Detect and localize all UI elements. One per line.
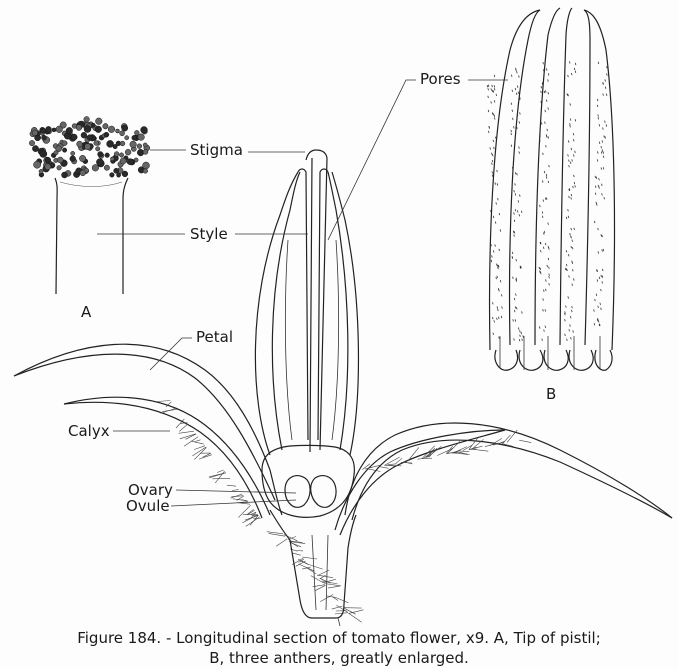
right-petal-upper [344, 422, 673, 519]
ovary-leader [175, 489, 297, 494]
ovule-locule-right [310, 475, 337, 508]
anther-outline-left [488, 9, 541, 351]
panel-a-label: A [81, 303, 92, 321]
figure-caption-line-2: B, three anthers, greatly enlarged. [209, 649, 469, 667]
style-label: Style [190, 225, 228, 243]
ovule-leader [170, 499, 297, 507]
left-sepal-lower [63, 401, 263, 519]
anther-outline-right [583, 9, 616, 351]
left-sepal-upper [63, 396, 271, 516]
pores-leader-main [327, 79, 416, 241]
style-collar [59, 181, 123, 187]
cone-right-inner [327, 171, 349, 451]
right-petal-lower [351, 439, 673, 521]
anther-right-tip [317, 168, 329, 441]
figure-caption-line-1: Figure 184. - Longitudinal section of to… [77, 629, 601, 647]
anther-locules [284, 239, 340, 441]
anthers-drawing [486, 7, 616, 371]
petal-leader [149, 337, 192, 371]
cone-left-outer [254, 171, 299, 456]
anther-seam-4 [583, 9, 591, 346]
anther-seam-3 [559, 7, 573, 346]
ovary-label: Ovary [128, 481, 173, 499]
anther-seam-2 [534, 7, 561, 346]
anther-left-tip [297, 168, 309, 441]
cone-left-inner [271, 171, 301, 451]
filament-stalks [499, 336, 601, 370]
leader-lines [97, 79, 508, 507]
pedicel-vascular [311, 534, 329, 611]
pedicel-outline [269, 509, 357, 619]
cone-right-outer [331, 171, 360, 456]
right-sepal-lower [339, 429, 506, 536]
right-sepal-upper [334, 429, 506, 531]
petal-label: Petal [196, 328, 233, 346]
style-right-edge [122, 177, 129, 294]
ovule-label: Ovule [126, 497, 170, 515]
pedicel-stub [337, 617, 341, 627]
filament-4 [568, 349, 594, 371]
filament-1 [494, 349, 519, 371]
left-petal-upper [13, 343, 283, 516]
stigma-label: Stigma [190, 141, 243, 159]
filament-2 [518, 349, 544, 371]
ovule-locule-left [284, 475, 311, 508]
pores-label: Pores [420, 70, 461, 88]
anther-texture [486, 61, 608, 342]
ovary-outline [261, 444, 355, 518]
filament-3 [543, 349, 569, 371]
filament-5 [594, 349, 613, 371]
left-petal-lower [13, 353, 276, 501]
style-left-edge [54, 177, 58, 295]
calyx-label: Calyx [68, 422, 110, 440]
style-in-cone [305, 149, 328, 453]
stigma-surface [29, 116, 151, 179]
flower-section-drawing [13, 149, 673, 627]
pistil-tip-drawing [29, 116, 151, 295]
calyx-hairs [157, 400, 532, 623]
panel-b-label: B [546, 385, 556, 403]
